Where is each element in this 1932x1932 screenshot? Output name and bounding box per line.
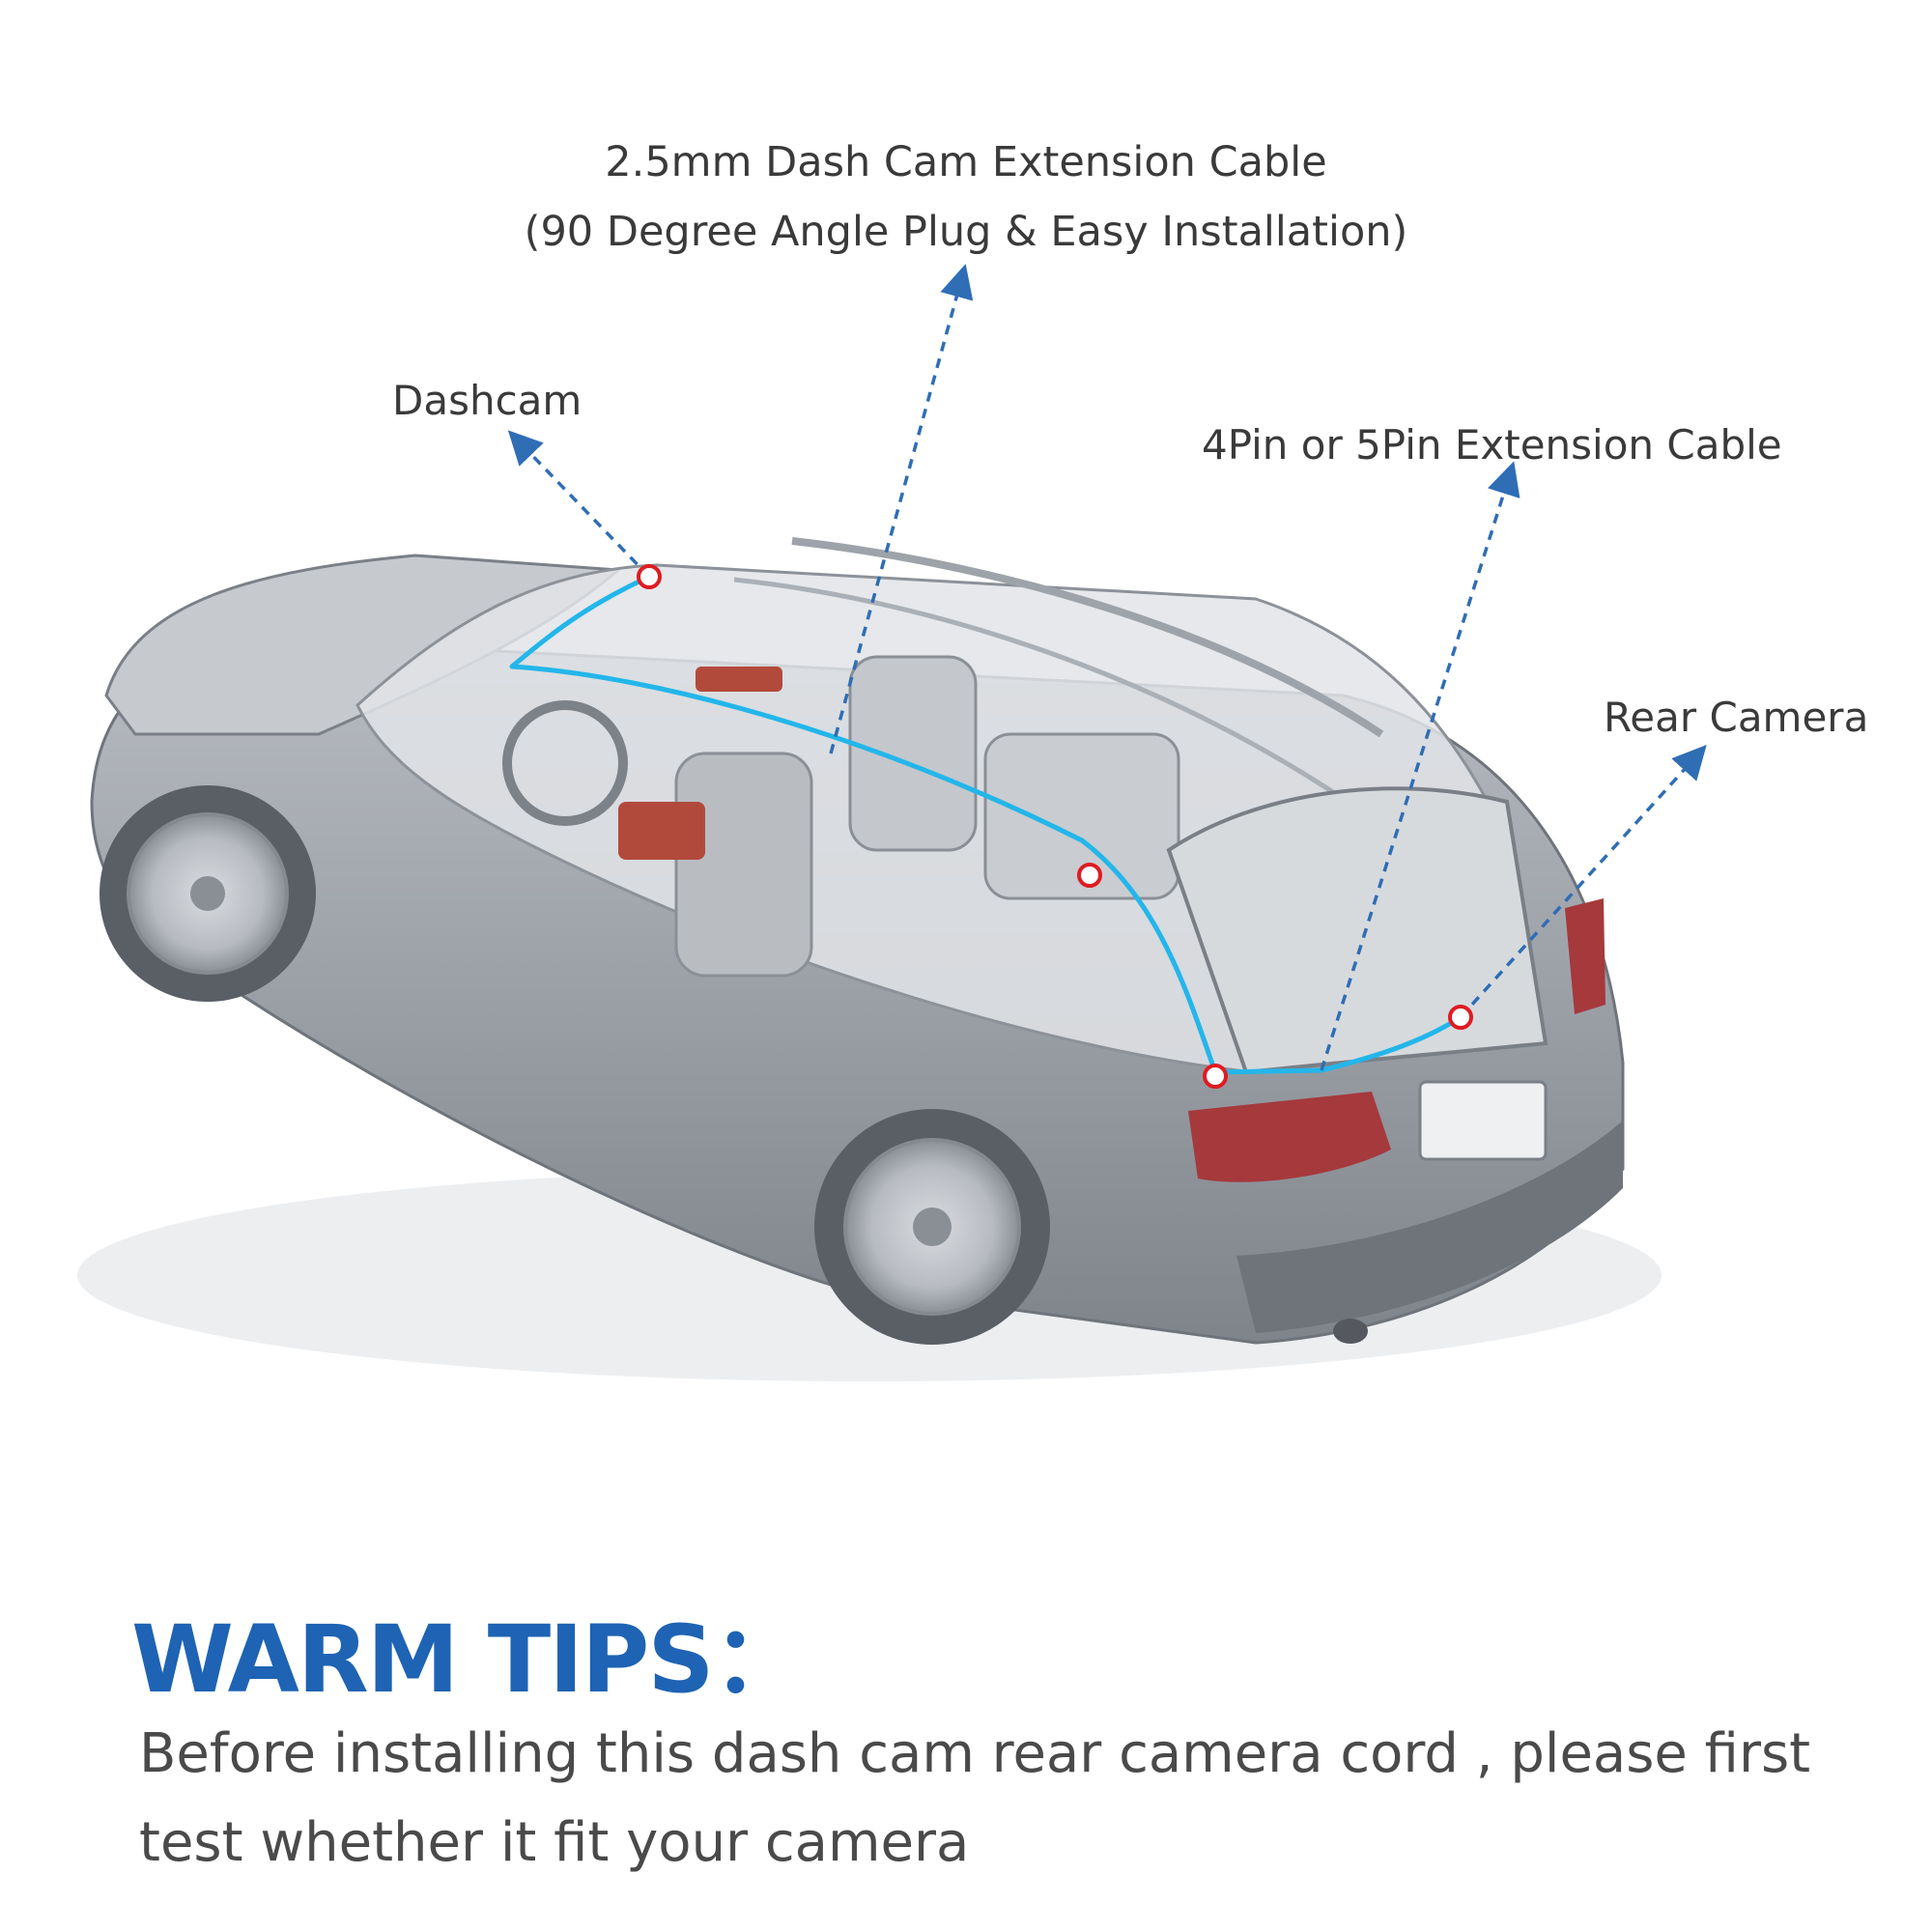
warm-tips-body: Before installing this dash cam rear cam…	[139, 1722, 1811, 1874]
cable-title-line1: 2.5mm Dash Cam Extension Cable	[605, 138, 1327, 186]
dashcam-label: Dashcam	[392, 377, 582, 424]
cable-title: 2.5mm Dash Cam Extension Cable (90 Degre…	[0, 128, 1932, 267]
rear-bumper	[1236, 1121, 1623, 1333]
rear-camera-label: Rear Camera	[1604, 694, 1869, 741]
rear-hatch-window	[1166, 786, 1548, 1075]
tail-light-right	[1565, 898, 1605, 1014]
rear-camera-arrow	[1459, 745, 1707, 1019]
roof-rail	[791, 537, 1384, 738]
rear-wheel	[814, 1109, 1050, 1345]
rear-junction-marker	[1203, 1064, 1228, 1089]
rear-camera-marker	[1448, 1005, 1473, 1030]
roof-rail-2	[733, 577, 1335, 795]
pin-cable-label: 4Pin or 5Pin Extension Cable	[1202, 421, 1782, 469]
cable-route	[509, 574, 1463, 1075]
dashcam-arrow	[507, 430, 651, 579]
warm-tips-heading: WARM TIPS：	[131, 1605, 805, 1714]
dashcam-marker	[637, 564, 662, 589]
license-plate	[1418, 1080, 1548, 1161]
dash-trim	[696, 667, 782, 692]
front-seat	[674, 752, 813, 978]
steering-wheel	[502, 700, 628, 826]
front-wheel	[99, 785, 316, 1002]
pillar-marker	[1077, 863, 1102, 888]
cable-title-line2: (90 Degree Angle Plug & Easy Installatio…	[524, 208, 1408, 256]
car-wiring-diagram	[77, 264, 1707, 1381]
tail-light-left	[1188, 1092, 1391, 1182]
extension-cable-arrow	[829, 264, 974, 754]
console-trim	[618, 802, 705, 860]
rear-seat	[983, 732, 1180, 900]
exhaust-pipe	[1333, 1319, 1368, 1344]
front-seat-2	[848, 655, 978, 852]
